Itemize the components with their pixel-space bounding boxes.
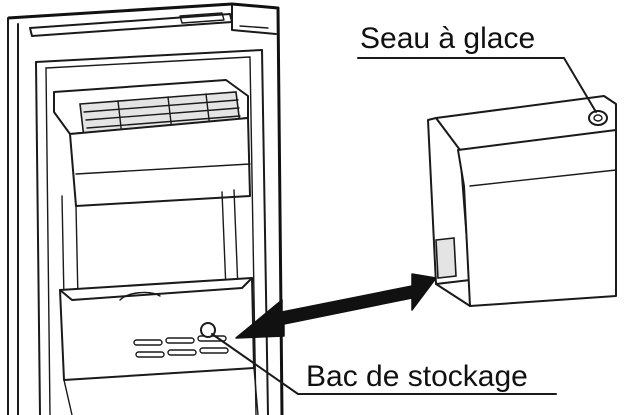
- ice-bucket-slot: [436, 238, 456, 278]
- recess-left: [36, 62, 40, 415]
- dispenser-body: [70, 118, 250, 206]
- door-top-line: [240, 26, 268, 28]
- ice-bucket-label: Seau à glace: [360, 22, 535, 55]
- ice-bucket: [428, 96, 616, 306]
- storage-bin-label: Bac de stockage: [306, 360, 528, 393]
- ice-bucket-front: [458, 130, 616, 306]
- ice-bucket-knob: [589, 111, 607, 125]
- door-top-rim: [30, 14, 232, 36]
- recess-inner-left: [46, 68, 50, 415]
